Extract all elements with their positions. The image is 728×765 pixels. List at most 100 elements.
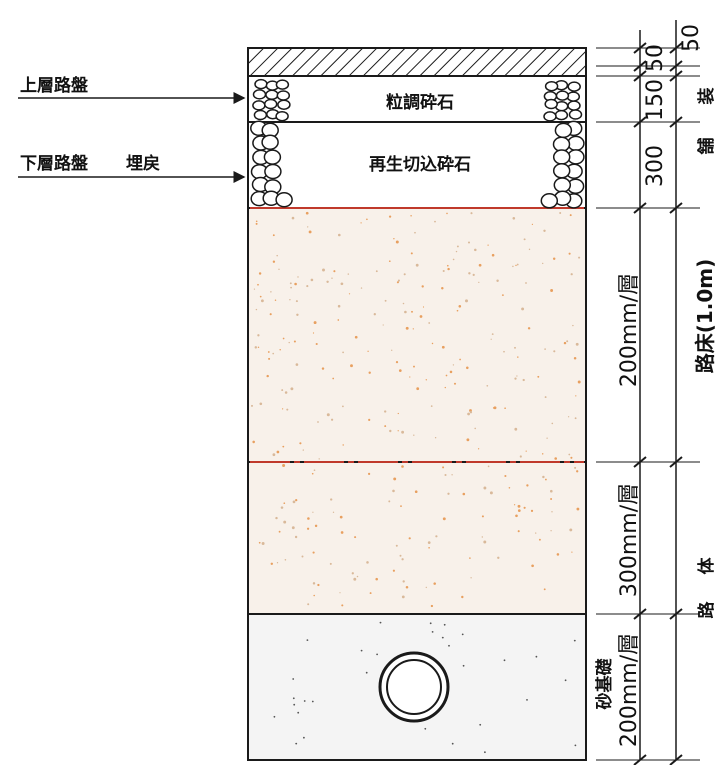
speckle-dot xyxy=(384,410,387,413)
speckle-dot xyxy=(307,603,310,606)
sand-dot xyxy=(462,664,465,667)
speckle-dot xyxy=(274,299,277,302)
speckle-dot xyxy=(340,531,344,534)
speckle-dot xyxy=(455,250,458,253)
dim-tick xyxy=(633,42,647,54)
speckle-dot xyxy=(447,492,450,495)
sand-dot xyxy=(535,655,538,658)
speckle-dot xyxy=(530,509,534,513)
cobble xyxy=(275,191,293,208)
speckle-dot xyxy=(574,466,577,469)
speckle-dot xyxy=(311,472,314,475)
speckle-dot xyxy=(434,436,437,439)
speckle-dot xyxy=(452,258,455,261)
dim-tick xyxy=(633,202,647,214)
speckle-dot xyxy=(253,288,256,290)
speckle-dot xyxy=(483,540,487,544)
speckle-dot xyxy=(525,282,527,284)
speckle-dot xyxy=(474,248,477,252)
speckle-dot xyxy=(368,418,371,421)
speckle-dot xyxy=(497,556,500,559)
sand-dot xyxy=(297,711,300,714)
speckle-dot xyxy=(308,230,312,234)
speckle-dot xyxy=(289,282,292,285)
speckle-dot xyxy=(290,387,294,391)
speckle-dot xyxy=(255,220,258,223)
speckle-dot xyxy=(419,315,423,318)
speckle-dot xyxy=(366,561,369,564)
speckle-dot xyxy=(306,527,310,530)
speckle-dot xyxy=(550,489,553,493)
surface-course xyxy=(247,47,587,77)
dim-tick xyxy=(633,60,647,72)
speckle-dot xyxy=(491,333,494,336)
speckle-dot xyxy=(517,356,519,358)
speckle-dot xyxy=(537,375,540,378)
speckle-dot xyxy=(368,371,371,374)
speckle-dot xyxy=(283,520,287,524)
speckle-dot xyxy=(281,408,284,410)
speckle-dot xyxy=(318,458,320,460)
sand-dot xyxy=(526,699,528,701)
speckle-dot xyxy=(576,470,579,473)
speckle-dot xyxy=(446,264,449,267)
speckle-dot xyxy=(384,299,387,302)
speckle-dot xyxy=(461,595,464,599)
speckle-dot xyxy=(569,528,573,532)
speckle-dot xyxy=(360,287,363,289)
speckle-dot xyxy=(306,285,309,288)
speckle-dot xyxy=(315,342,318,346)
sand-dot xyxy=(295,742,298,745)
speckle-dot xyxy=(333,270,336,273)
zone-sand-foundation: 砂基礎 xyxy=(594,658,615,710)
speckle-dot xyxy=(514,346,516,349)
speckle-dot xyxy=(465,299,468,303)
speckle-dot xyxy=(527,327,531,330)
speckle-dot xyxy=(312,332,315,334)
speckle-dot xyxy=(571,551,573,553)
speckle-dot xyxy=(337,319,340,321)
speckle-dot xyxy=(397,430,399,432)
speckle-dot xyxy=(575,342,579,346)
speckle-dot xyxy=(496,279,499,282)
speckle-dot xyxy=(405,586,409,589)
speckle-dot xyxy=(551,511,553,513)
speckle-dot xyxy=(491,253,495,257)
dim-tick xyxy=(633,754,647,765)
speckle-dot xyxy=(310,278,314,282)
speckle-dot xyxy=(447,267,450,271)
cobble xyxy=(554,109,569,121)
speckle-dot xyxy=(528,248,531,251)
speckle-dot xyxy=(401,558,404,561)
speckle-dot xyxy=(276,450,280,454)
sand-dot xyxy=(360,649,363,652)
dim-tick xyxy=(669,42,683,54)
speckle-dot xyxy=(367,350,369,352)
speckle-dot xyxy=(478,263,482,267)
speckle-dot xyxy=(467,412,470,416)
speckle-dot xyxy=(481,536,483,538)
speckle-dot xyxy=(369,592,372,595)
speckle-dot xyxy=(517,530,520,533)
speckle-dot xyxy=(326,280,329,284)
speckle-dot xyxy=(466,438,470,442)
speckle-dot xyxy=(410,214,412,217)
speckle-dot xyxy=(360,222,362,224)
speckle-dot xyxy=(260,299,264,303)
speckle-dot xyxy=(269,313,272,316)
speckle-dot xyxy=(330,498,333,501)
speckle-dot xyxy=(261,542,265,545)
sand-dot xyxy=(311,700,314,703)
speckle-dot xyxy=(446,212,448,215)
sand-dot xyxy=(306,639,309,641)
speckle-dot xyxy=(493,406,497,410)
speckle-dot xyxy=(470,577,472,579)
dimension-ticks xyxy=(633,42,683,765)
speckle-dot xyxy=(576,507,580,511)
speckle-dot xyxy=(453,382,457,385)
speckle-dot xyxy=(572,324,574,327)
speckle-dot xyxy=(393,238,395,240)
cobble xyxy=(540,193,559,209)
speckle-dot xyxy=(444,386,446,389)
speckle-dot xyxy=(393,477,397,481)
